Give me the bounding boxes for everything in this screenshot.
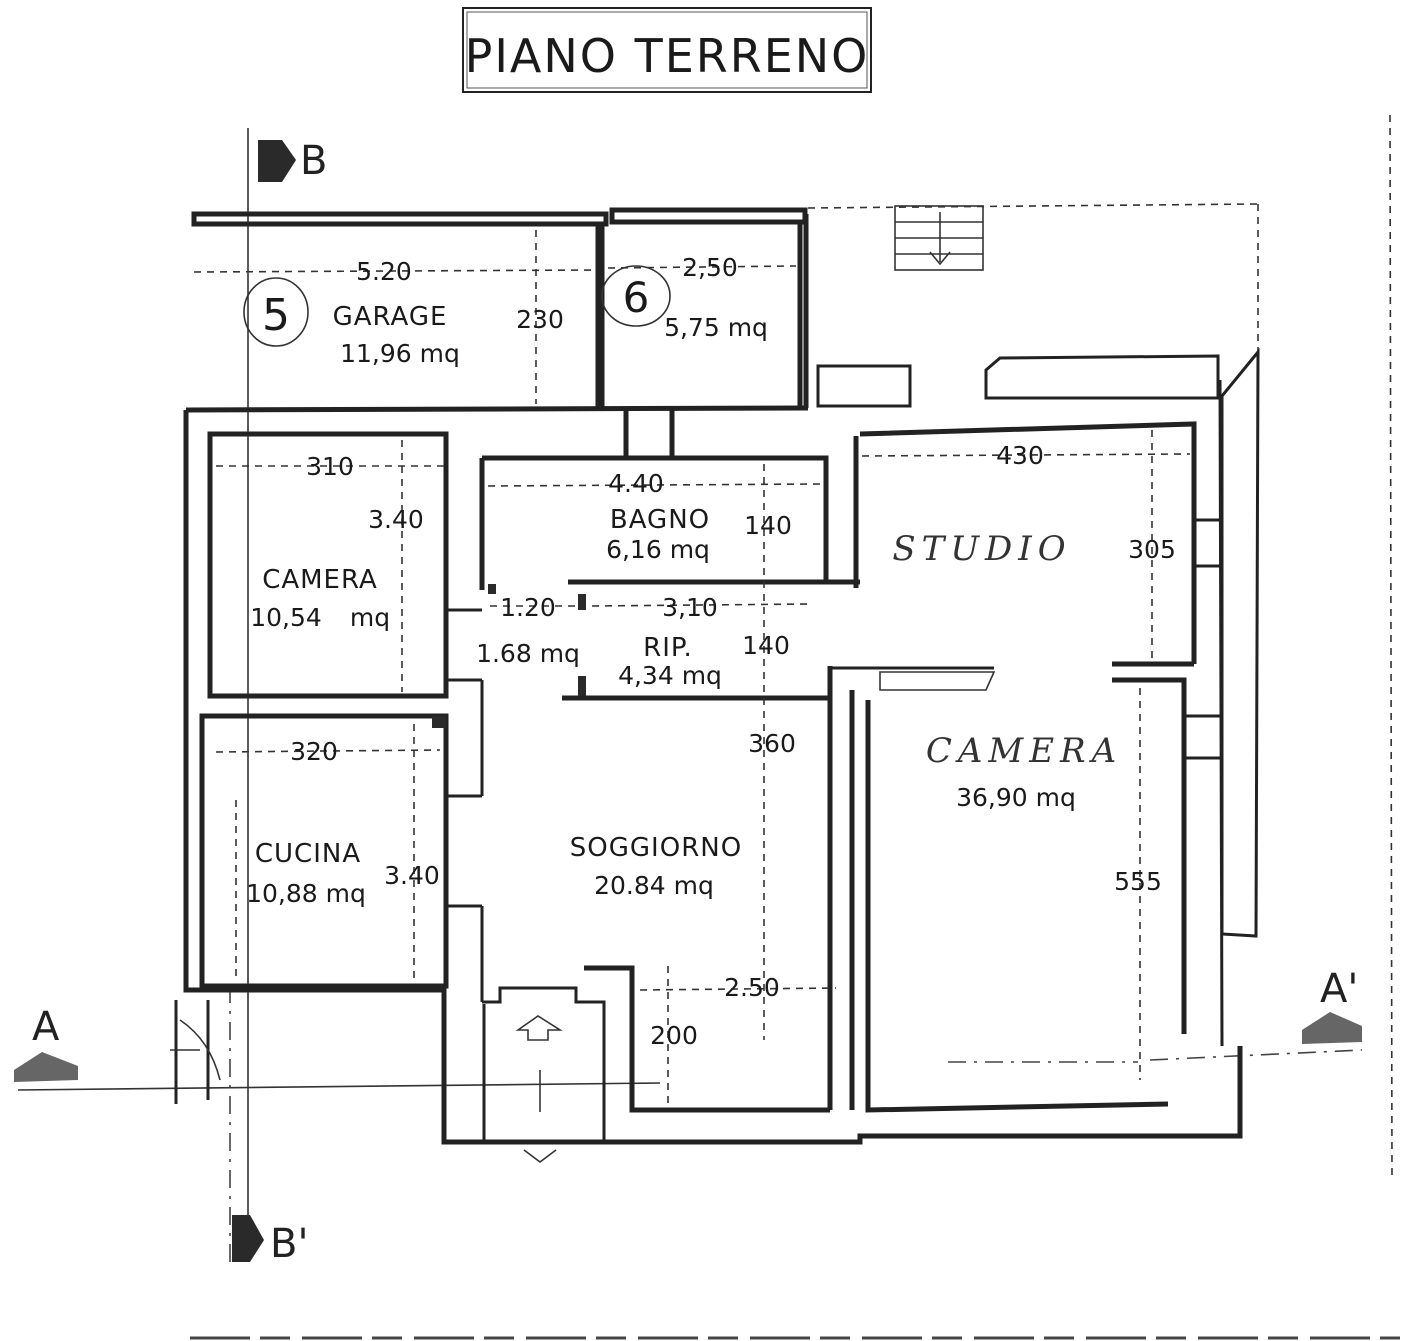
soggiorno-area: 20.84 mq <box>594 871 714 900</box>
section-b-prime-label: B' <box>270 1221 308 1267</box>
garage-number: 5 <box>262 290 290 341</box>
room-bagno: 4.40 BAGNO 6,16 mq 140 <box>606 469 792 564</box>
camera-large-depth-dim: 555 <box>1114 867 1162 896</box>
page-title: PIANO TERRENO <box>465 29 870 83</box>
section-a-prime-label: A' <box>1320 966 1358 1012</box>
cucina-width-dim: 320 <box>290 737 338 766</box>
cucina-depth-dim: 3.40 <box>384 861 440 890</box>
soggiorno-entry-dim: 200 <box>650 1021 698 1050</box>
room-garage: 5 GARAGE 11,96 mq 5.20 230 <box>243 257 564 368</box>
garage-name: GARAGE <box>333 302 448 332</box>
room-corridor: 1.20 1.68 mq <box>476 593 580 668</box>
room-cucina: 320 CUCINA 10,88 mq 3.40 <box>246 737 440 908</box>
corridor-area: 1.68 mq <box>476 639 580 668</box>
storage-area: 5,75 mq <box>664 313 768 342</box>
soggiorno-name: SOGGIORNO <box>570 833 742 863</box>
bagno-name: BAGNO <box>610 505 710 535</box>
room-storage: 6 2,50 5,75 mq <box>601 253 768 342</box>
rip-depth-dim: 140 <box>742 631 790 660</box>
studio-name: STUDIO <box>892 529 1071 569</box>
dimension-lines <box>193 230 1191 1104</box>
corridor-width-dim: 1.20 <box>500 593 556 622</box>
rip-width-dim: 3,10 <box>662 593 718 622</box>
rip-name: RIP. <box>643 633 693 663</box>
section-a-label: A <box>32 1004 60 1050</box>
camera-small-name: CAMERA <box>262 565 378 595</box>
camera-large-name: CAMERA <box>926 731 1122 771</box>
room-camera-large: CAMERA 36,90 mq 555 <box>926 731 1162 896</box>
storage-number: 6 <box>623 273 650 322</box>
camera-large-area: 36,90 mq <box>956 783 1076 812</box>
garage-width-dim: 5.20 <box>356 257 412 286</box>
door-features <box>170 584 996 1163</box>
cucina-area: 10,88 mq <box>246 879 366 908</box>
camera-small-width-dim: 310 <box>306 452 354 481</box>
camera-small-area-value: 10,54 <box>250 603 322 632</box>
bagno-area: 6,16 mq <box>606 535 710 564</box>
studio-depth-dim: 305 <box>1128 535 1176 564</box>
bagno-width-dim: 4.40 <box>608 469 664 498</box>
room-camera-small: 310 3.40 CAMERA 10,54 mq <box>250 452 424 632</box>
soggiorno-depth-dim: 360 <box>748 729 796 758</box>
camera-small-area-unit: mq <box>350 603 390 632</box>
section-line-a: A A' <box>14 966 1363 1091</box>
camera-small-depth-dim: 3.40 <box>368 505 424 534</box>
soggiorno-width-dim: 2.50 <box>724 973 780 1002</box>
garage-block-walls <box>185 207 809 413</box>
rip-area: 4,34 mq <box>618 661 722 690</box>
house-walls <box>174 379 1243 1145</box>
storage-width-dim: 2,50 <box>682 253 738 282</box>
room-soggiorno: 360 SOGGIORNO 20.84 mq 2.50 200 <box>570 729 796 1050</box>
studio-width-dim: 430 <box>996 441 1044 470</box>
garage-depth-dim: 230 <box>516 305 564 334</box>
room-studio: 430 STUDIO 305 <box>892 441 1175 569</box>
room-rip: 3,10 RIP. 4,34 mq 140 <box>618 593 790 690</box>
title-box: PIANO TERRENO <box>462 7 872 93</box>
cucina-name: CUCINA <box>255 839 361 869</box>
section-b-label: B <box>300 138 327 184</box>
stair-symbol <box>894 205 984 271</box>
bagno-depth-dim: 140 <box>744 511 792 540</box>
garage-area: 11,96 mq <box>340 339 460 368</box>
